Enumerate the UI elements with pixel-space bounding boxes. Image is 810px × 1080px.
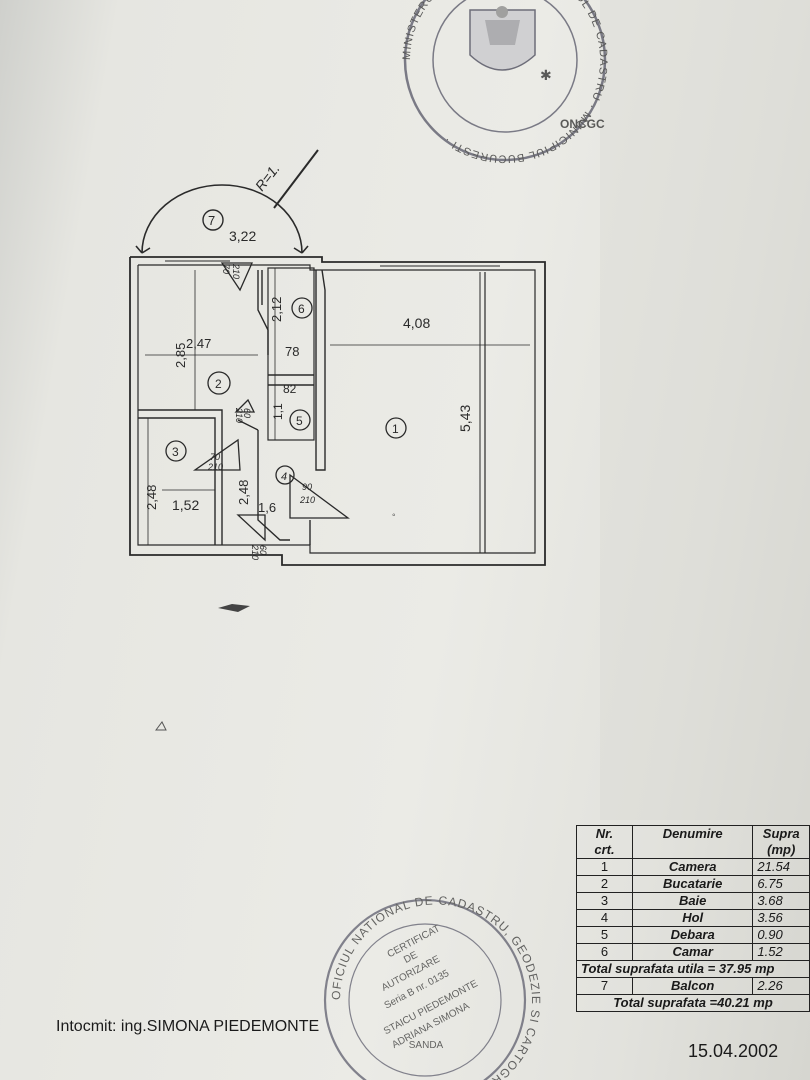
room-7-marker (202, 209, 224, 231)
header-denumire: Denumire (631, 825, 754, 859)
row-area: 21.54 (752, 858, 810, 876)
header-nr-crt: crt. (594, 842, 615, 857)
author-signature: Intocmit: ing.SIMONA PIEDEMONTE (56, 1018, 320, 1035)
room-3-marker (165, 440, 187, 462)
row-name: Camar (631, 943, 754, 961)
door-2-width: 90 (302, 482, 312, 492)
row-nr: 6 (576, 943, 633, 961)
total-row: Total suprafata =40.21 mp (576, 994, 810, 1012)
room-6-height: 2,12 (269, 297, 284, 322)
room-1-number: 1 (392, 422, 399, 436)
room-4-height: 2,48 (236, 480, 251, 505)
balcony-outline (135, 149, 319, 254)
room-5-number: 5 (296, 414, 303, 428)
room-4-width: 1,6 (258, 500, 276, 515)
row-area: 3.68 (752, 892, 810, 910)
ink-dot: ◦ (392, 510, 396, 521)
total-util-text: Total suprafata utila = 37.95 mp (576, 960, 810, 978)
row-name: Baie (631, 892, 754, 910)
door-swings (192, 262, 350, 542)
door-3-width: 70 (210, 452, 220, 462)
row-area: 6.75 (752, 875, 810, 893)
certification-stamp: OFICIUL NATIONAL DE CADASTRU, GEODEZIE S… (323, 893, 542, 1080)
room-7-width: 3,22 (229, 228, 256, 244)
room-1-width: 4,08 (403, 315, 430, 331)
room-5-height: 1,1 (271, 403, 285, 420)
room-4-marker (275, 465, 295, 485)
interior-walls (138, 267, 530, 545)
header-suprafata: Supra (762, 826, 800, 841)
row-area: 2.26 (752, 977, 810, 995)
total-util-row: Total suprafata utila = 37.95 mp (576, 960, 810, 978)
room-1-marker (385, 417, 407, 439)
row-area: 0.90 (752, 926, 810, 944)
scan-shadow (600, 0, 810, 820)
row-name: Bucatarie (631, 875, 754, 893)
coat-of-arms-icon (469, 6, 536, 71)
cadastre-stamp-top: MINISTERUL ADMINISTRATIEI · OFICIUL DE C… (401, 0, 608, 165)
header-mp: (mp) (767, 842, 796, 857)
row-name: Hol (631, 909, 754, 927)
total-text: Total suprafata =40.21 mp (576, 994, 810, 1012)
ink-smudge (218, 604, 250, 612)
room-3-number: 3 (172, 445, 179, 459)
radius-label: R=1. (252, 160, 283, 193)
room-2-marker (207, 371, 231, 395)
door-2-height: 210 (299, 495, 315, 505)
door-labels: 70 210 70 210 90 210 60 210 60 210 (207, 263, 315, 560)
room-2-width: 2,47 (186, 336, 211, 351)
outer-walls (129, 256, 546, 566)
room-2-number: 2 (215, 377, 222, 391)
row-name: Camera (631, 858, 754, 876)
room-1-height: 5,43 (457, 405, 473, 432)
room-3-height: 2,48 (144, 485, 159, 510)
row-name: Balcon (631, 977, 754, 995)
room-7-number: 7 (208, 213, 215, 228)
stamp-top-code: ONCGC (560, 117, 605, 131)
legend-header-row: Nr.crt. Denumire Supra(mp) (576, 825, 810, 859)
row-nr: 7 (576, 977, 633, 995)
room-3-width: 1,52 (172, 497, 199, 513)
room-6-marker (291, 297, 313, 319)
room-5-marker (289, 409, 311, 431)
row-name: Debara (631, 926, 754, 944)
row-nr: 3 (576, 892, 633, 910)
row-area: 1.52 (752, 943, 810, 961)
door-4-width: 60 (242, 408, 252, 418)
room-2-height: 2,85 (173, 343, 188, 368)
ink-mark (155, 721, 167, 731)
door-3-height: 210 (207, 462, 223, 472)
room-6-number: 6 (298, 302, 305, 316)
room-4-number: 4 (281, 471, 287, 483)
header-nr: Nr. (595, 826, 614, 841)
room-5-width: 82 (283, 382, 297, 396)
door-5-width: 60 (258, 545, 268, 555)
row-nr: 5 (576, 926, 633, 944)
door-5-height: 210 (250, 544, 260, 560)
row-nr: 2 (576, 875, 633, 893)
stamp-line-7: SANDA (409, 1040, 444, 1051)
svg-text:✱: ✱ (540, 67, 552, 83)
row-nr: 1 (576, 858, 633, 876)
document-date: 15.04.2002 (688, 1041, 779, 1061)
row-area: 3.56 (752, 909, 810, 927)
door-4-height: 210 (234, 407, 244, 423)
door-1-width: 70 (221, 264, 231, 274)
door-1-height: 210 (231, 263, 241, 279)
row-nr: 4 (576, 909, 633, 927)
room-6-width: 78 (285, 344, 299, 359)
